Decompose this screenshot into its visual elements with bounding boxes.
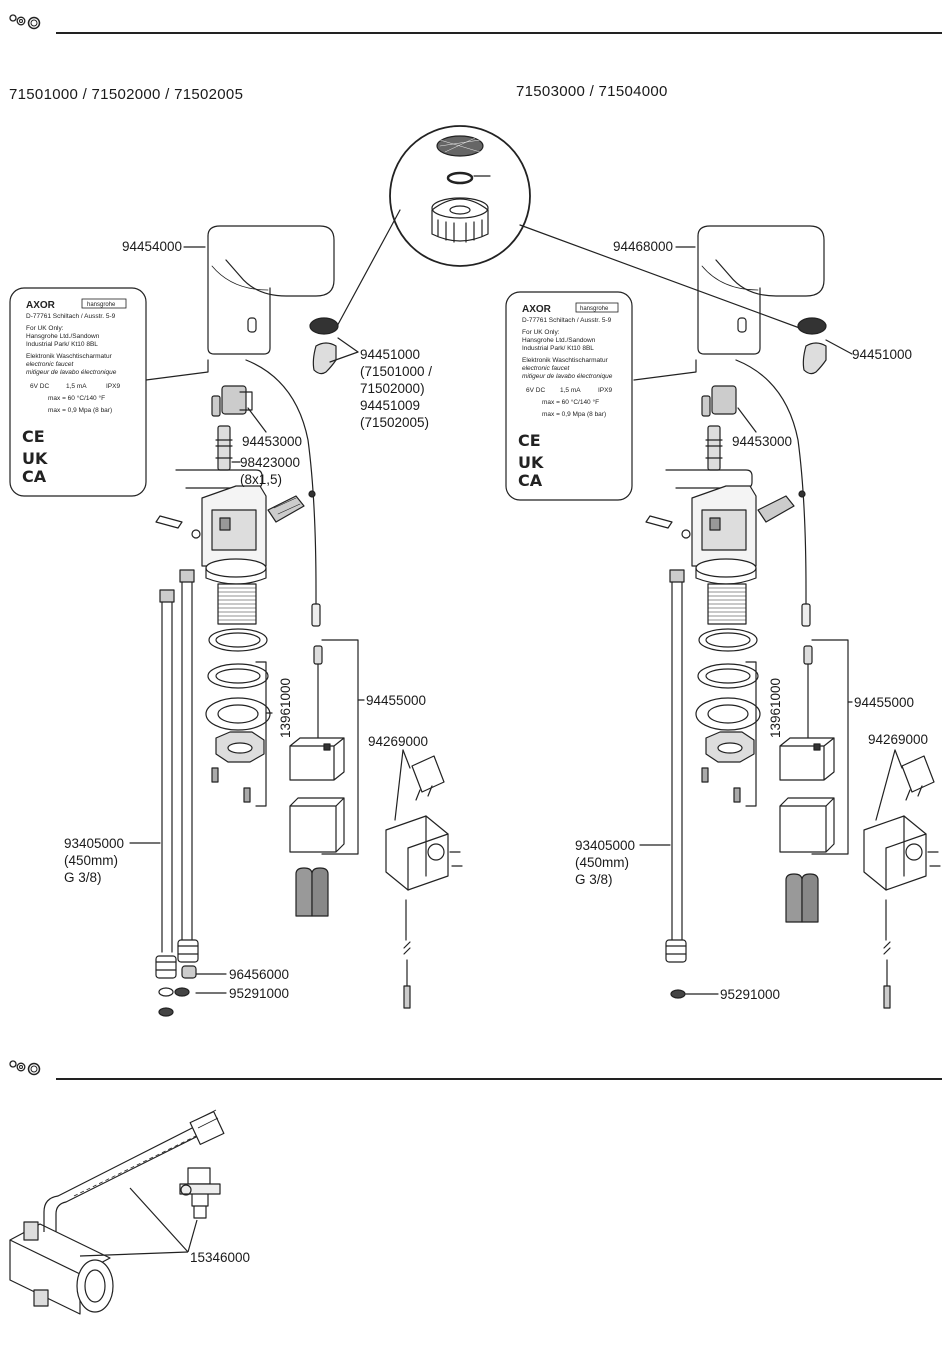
label-aerator-left: 94451000 (71501000 / 71502000) 94451009 …: [360, 347, 433, 430]
label-solenoid-left: 94453000: [242, 434, 303, 449]
label-aerator-right: 94451000: [852, 347, 913, 362]
label-hose-right: 93405000 (450mm) G 3/8): [575, 838, 636, 887]
spare-parts-icon: [8, 1056, 48, 1078]
label-spout-left: 94454000: [122, 239, 183, 254]
spare-parts-icon: [8, 10, 48, 32]
label-seals-right: 13961000: [768, 677, 783, 738]
rating-plate-right: [505, 291, 633, 501]
label-adapter-left: 94269000: [368, 734, 429, 749]
label-adapter-right: 94269000: [868, 732, 929, 747]
label-nut-left: 96456000: [229, 967, 290, 982]
label-mixer-part: 15346000: [190, 1250, 251, 1265]
label-seals-left: 13961000: [278, 677, 293, 738]
right-model-numbers: 71503000 / 71504000: [516, 83, 668, 100]
label-screen-right: 95291000: [720, 987, 781, 1002]
section-divider: [56, 32, 942, 34]
section2-drawing: [9, 1109, 225, 1315]
label-electronics-right: 94455000: [854, 695, 915, 710]
label-spout-right: 94468000: [613, 239, 674, 254]
label-electronics-left: 94455000: [366, 693, 427, 708]
label-cartridge-left: 98423000 (8x1,5): [240, 455, 301, 487]
aerator-detail-circle: [389, 125, 531, 267]
label-screen-left: 95291000: [229, 986, 290, 1001]
label-hose-left: 93405000 (450mm) G 3/8): [64, 836, 125, 885]
left-model-numbers: 71501000 / 71502000 / 71502005: [9, 86, 244, 103]
label-solenoid-right: 94453000: [732, 434, 793, 449]
section-divider-2: [56, 1078, 942, 1080]
rating-plate-left: [9, 287, 147, 497]
